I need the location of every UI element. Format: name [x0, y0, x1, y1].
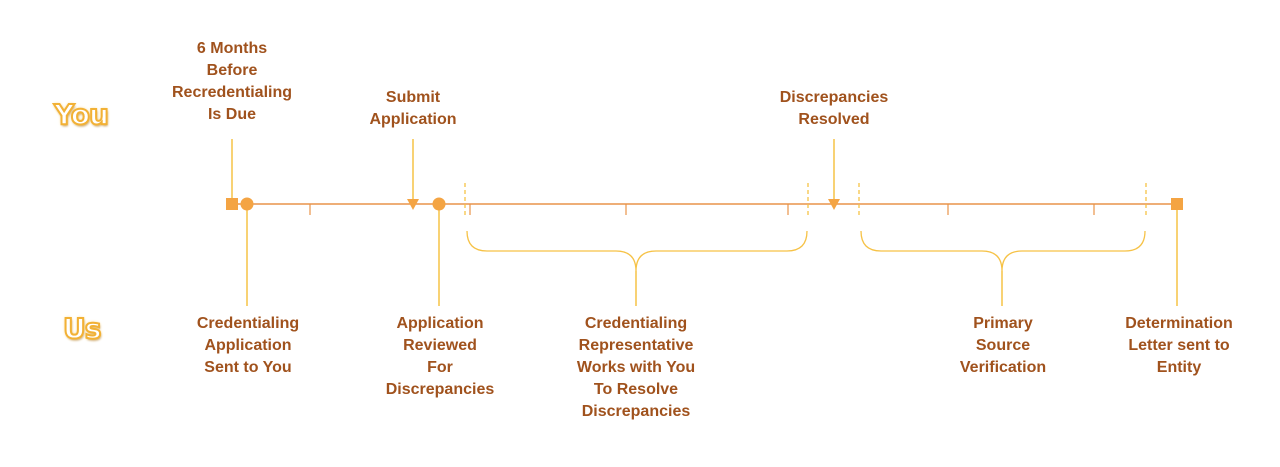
marker-triangle-submit	[407, 199, 419, 210]
top-connectors	[231, 139, 835, 200]
milestone-reviewed-label: Application Reviewed For Discrepancies	[385, 315, 495, 398]
bottom-connectors	[246, 210, 1178, 306]
milestone-psv-label: Primary Source Verification	[959, 315, 1047, 376]
range-dividers	[464, 183, 1147, 218]
milestone-submit-label: Submit Application	[369, 89, 457, 128]
marker-circle-sent	[240, 197, 254, 211]
milestone-rep-works-label: Credentialing Representative Works with …	[576, 315, 696, 420]
brace-psv	[860, 230, 1146, 272]
row-label-you: You	[53, 97, 110, 132]
marker-triangle-resolved	[828, 199, 840, 210]
marker-circle-reviewed	[432, 197, 446, 211]
row-label-us: Us	[62, 311, 102, 346]
brace-rep-works	[466, 230, 808, 272]
milestone-determination-label: Determination Letter sent to Entity	[1125, 315, 1233, 376]
milestone-resolved-label: Discrepancies Resolved	[779, 89, 889, 128]
timeline-ticks	[309, 204, 1095, 215]
marker-square-end	[1171, 198, 1183, 210]
milestone-sent-label: Credentialing Application Sent to You	[196, 315, 300, 376]
milestone-six-months-label: 6 Months Before Recredentialing Is Due	[171, 40, 293, 123]
marker-square-start	[226, 198, 238, 210]
